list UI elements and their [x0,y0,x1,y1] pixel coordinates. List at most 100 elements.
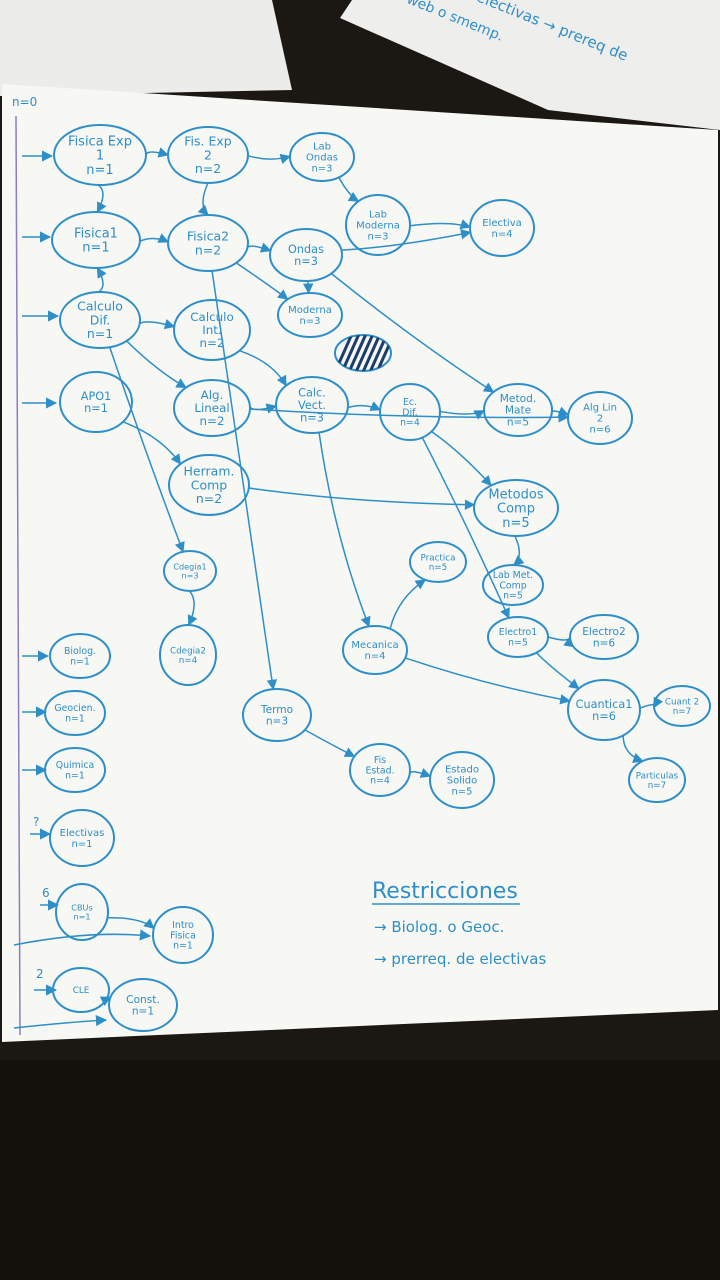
node-circle [163,550,217,592]
edge-metcomp-to-labmetcomp [512,535,525,566]
node-circle [349,743,411,797]
node-label: Ondas [306,153,338,164]
node-label: Fisica2 [187,229,229,244]
node-label: Alg Lin [583,403,617,414]
paper-scrap-left [0,0,292,96]
restriction-item-1: → Biolog. o Geoc. [374,918,504,936]
node-label: CBUs [71,902,92,912]
node-cuant2: Cuant 2n=7 [653,685,711,727]
node-level: n=3 [181,570,198,580]
incoming-arrows [13,150,152,1029]
edge-ecdif-to-metmate [439,409,485,420]
node-level: n=3 [266,715,288,728]
node-label: Int. [202,323,221,337]
node-level: n=2 [195,242,221,257]
edge-alglineal-to-alglin2 [249,408,570,423]
node-circle [152,906,214,964]
node-circle [289,132,355,182]
top-note: o electivas → prereq de web o smemp. vel… [404,0,630,65]
node-label: Electivas [60,828,105,839]
count-cbus: 6 [42,886,50,900]
node-level: n=3 [294,255,318,268]
node-label: Electro1 [499,627,537,638]
edge-electro1-to-electro2 [547,635,574,648]
node-circle [379,383,441,441]
node-label: 2 [204,147,212,162]
node-level: n=2 [195,161,221,176]
node-label: Moderna [356,221,400,232]
node-circle [59,291,141,349]
edge-cbus-to-introfisica [107,917,155,930]
node-level: n=1 [132,1005,154,1018]
node-label: Cdegia2 [170,646,206,656]
node-level: n=1 [86,163,113,178]
count-cle: 2 [36,967,44,981]
node-circle [342,625,408,675]
edge-mecanica-to-practica [389,579,427,630]
node-circle [275,376,349,434]
node-level: n=1 [82,241,109,256]
main-paper-sheet [2,84,718,1042]
node-label: Mate [505,404,531,417]
edge-calcdif-to-cdeg1 [109,346,185,553]
node-label: Metodos [488,487,543,502]
restriction-item-2: → prerreq. de electivas [374,950,546,968]
edge-calcdif-to-alglineal [126,340,187,389]
node-circle [567,391,633,445]
margin-line [15,115,21,1036]
edge-cuantica1-to-particulas [622,735,644,763]
node-circle [108,978,178,1032]
node-label: Estado [445,765,479,776]
edge-labmoderna-to-electiva [409,219,472,230]
edge-herramcomp-to-metcomp [248,487,476,510]
node-label: Fisica1 [74,226,118,241]
node-circle [168,454,250,516]
node-label: Calculo [190,310,233,324]
node-label: Alg. [201,388,224,402]
edge-calcvect-to-ecdif [347,401,382,411]
node-label: 1 [96,149,104,164]
node-label: Quimica [56,760,95,771]
node-label: Lab Met. [493,570,533,581]
node-circle [473,479,559,537]
edge-cuantica1-to-cuant2 [639,696,664,709]
edge-calcdif-to-fisica1 [96,267,107,293]
node-label: Comp [497,502,535,517]
node-circle [653,685,711,727]
edge-calcint-to-calcvect [239,349,287,387]
node-circle [483,383,553,437]
node-label: Electiva [482,218,522,229]
node-level: n=1 [73,911,90,921]
node-label: Ec. [403,397,417,408]
node-label: Dif. [90,312,111,327]
edge-fisica2-to-ondas [246,242,272,253]
node-label: Vect. [298,399,326,412]
node-label: Fisica Exp [68,134,132,149]
node-level: n=4 [364,651,385,662]
node-level: n=1 [65,713,85,724]
node-label: Fis. Exp [184,134,232,149]
node-circle [159,624,217,686]
node-level: n=3 [299,316,320,327]
node-label: Estad. [365,765,394,776]
corner-label: n=0 [12,95,37,109]
node-level: n=1 [65,770,85,781]
node-circle [242,688,312,742]
node-circle [569,614,639,660]
